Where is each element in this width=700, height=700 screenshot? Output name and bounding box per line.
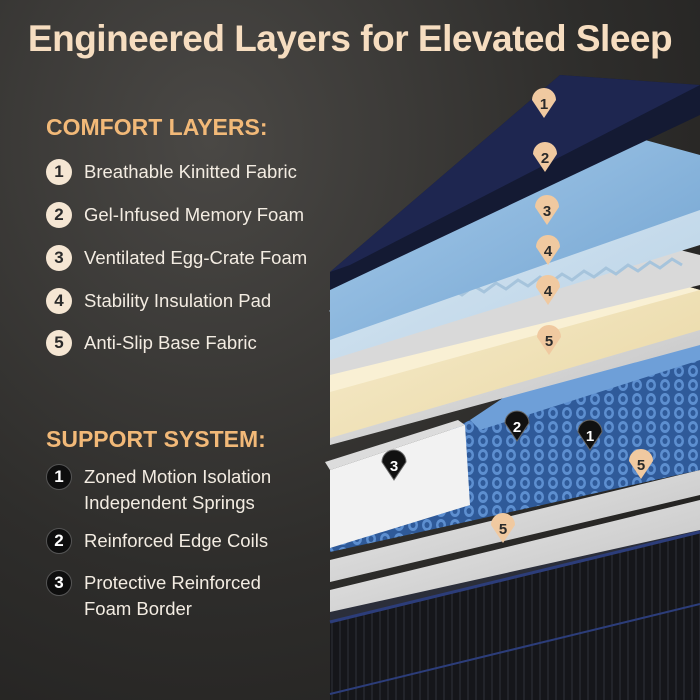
pin-marker: 3: [535, 195, 559, 225]
pin-label: 2: [513, 419, 521, 436]
support-item-label: Protective Reinforced Foam Border: [84, 570, 261, 622]
pin-label: 1: [586, 428, 594, 445]
comfort-item: 3 Ventilated Egg-Crate Foam: [46, 245, 307, 271]
pin-marker: 1: [532, 88, 556, 118]
number-badge: 3: [46, 245, 72, 271]
pin-label: 5: [545, 333, 553, 350]
pin-label: 3: [543, 203, 551, 220]
pin-marker: 5: [629, 449, 653, 479]
pin-marker: 3: [381, 449, 407, 481]
pin-label: 4: [544, 283, 553, 300]
pin-label: 4: [544, 243, 553, 260]
support-item: 2 Reinforced Edge Coils: [46, 528, 268, 554]
pin-marker: 2: [504, 410, 530, 442]
layer-pins-light: 1 2 3 4 4 5 5 5: [491, 88, 653, 543]
support-system-heading: SUPPORT SYSTEM:: [46, 426, 266, 452]
support-item-label: Reinforced Edge Coils: [84, 528, 268, 554]
base-fabric-layer: [330, 470, 700, 582]
comfort-item-label: Ventilated Egg-Crate Foam: [84, 247, 308, 268]
comfort-layers-heading: COMFORT LAYERS:: [46, 114, 268, 140]
comfort-item-label: Anti-Slip Base Fabric: [84, 332, 257, 353]
number-badge: 1: [46, 464, 72, 490]
pin-label: 5: [637, 457, 645, 474]
comfort-item: 1 Breathable Kinitted Fabric: [46, 159, 297, 185]
pin-label: 1: [540, 96, 548, 113]
pin-marker: 2: [533, 142, 557, 172]
base-fabric-layer: [330, 500, 700, 612]
comfort-item-label: Breathable Kinitted Fabric: [84, 161, 297, 182]
pin-marker: 4: [536, 275, 560, 305]
support-item-line: Reinforced Edge Coils: [84, 530, 269, 551]
pin-label: 2: [541, 150, 549, 167]
number-badge: 5: [46, 330, 72, 356]
pin-label: 3: [390, 458, 398, 475]
number-badge: 2: [46, 528, 72, 554]
page-title: Engineered Layers for Elevated Sleep: [27, 18, 673, 59]
pin-marker: 1: [577, 419, 603, 451]
support-item-line: Independent Springs: [84, 492, 255, 513]
comfort-item: 4 Stability Insulation Pad: [46, 288, 271, 314]
comfort-item: 2 Gel-Infused Memory Foam: [46, 202, 304, 228]
top-knitted-fabric: [330, 75, 700, 290]
comfort-item-label: Gel-Infused Memory Foam: [84, 204, 305, 225]
support-item: 1 Zoned Motion Isolation Independent Spr…: [46, 464, 271, 516]
number-badge: 3: [46, 570, 72, 596]
number-badge: 2: [46, 202, 72, 228]
support-item: 3 Protective Reinforced Foam Border: [46, 570, 261, 622]
support-item-line: Zoned Motion Isolation: [84, 466, 272, 487]
foam-border-block: [325, 420, 470, 548]
support-item-line: Foam Border: [84, 598, 192, 619]
gel-memory-foam: [330, 125, 700, 340]
pin-marker: 4: [536, 235, 560, 265]
support-item-line: Protective Reinforced: [84, 572, 261, 593]
layer-pins-dark: 2 1 3: [381, 410, 603, 481]
comfort-item-label: Stability Insulation Pad: [84, 290, 272, 311]
number-badge: 1: [46, 159, 72, 185]
support-item-label: Zoned Motion Isolation Independent Sprin…: [84, 464, 271, 516]
comfort-item: 5 Anti-Slip Base Fabric: [46, 330, 257, 356]
number-badge: 4: [46, 288, 72, 314]
pin-marker: 5: [491, 513, 515, 543]
pin-marker: 5: [537, 325, 561, 355]
pin-label: 5: [499, 521, 507, 538]
